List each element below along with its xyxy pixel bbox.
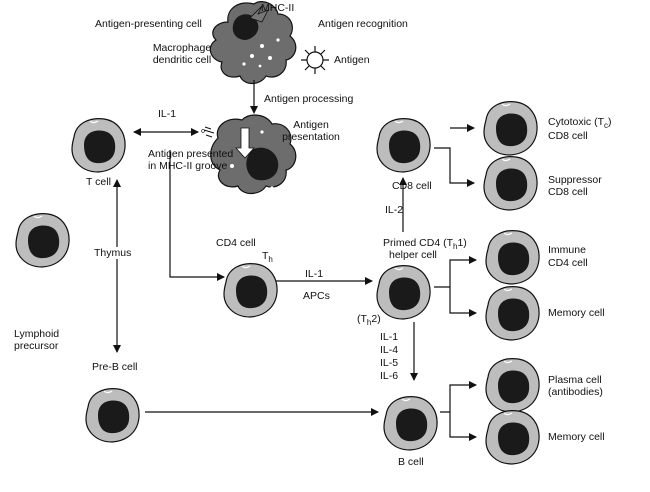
antigen-recognition-label: Antigen recognition (318, 18, 408, 30)
cd8-cell-icon (376, 118, 431, 173)
suppressor-label-1: Suppressor (548, 174, 602, 186)
b-cell-label: B cell (398, 456, 424, 468)
apcs-label: APCs (303, 290, 330, 302)
dendritic-cell-label: dendritic cell (152, 54, 212, 66)
memory-cell-label-1: Memory cell (548, 307, 605, 319)
t-cell-icon (71, 118, 126, 173)
th2-open: (T (357, 313, 367, 325)
thymus-label: Thymus (93, 247, 133, 259)
antigen-label: Antigen (334, 54, 370, 66)
b-branch-plasma (449, 381, 477, 412)
primed-tail: 1) (457, 237, 467, 249)
antigen-presented-label-2: in MHC-II groove (148, 160, 228, 172)
b-branch-memory (440, 411, 477, 441)
cytotoxic-cell-icon (483, 101, 538, 156)
mhc-ii-label: MHC-II (261, 2, 295, 14)
suppressor-label-2: CD8 cell (548, 186, 588, 198)
primed-cd4-label: Primed CD4 (Th1) (383, 237, 467, 253)
antigen-processing-label: Antigen processing (264, 93, 354, 105)
immune-label-1: Immune (548, 244, 586, 256)
cytotoxic-label-1: Cytotoxic (Tc) (548, 116, 612, 132)
presentation-to-cd4-arrow (169, 150, 225, 281)
memory-cell-1-icon (485, 286, 540, 341)
pre-b-cell-label: Pre-B cell (92, 361, 138, 373)
plasma-cell-label-1: Plasma cell (548, 374, 602, 386)
antigen-presented-label-1: Antigen presented (148, 148, 234, 160)
apc-label: Antigen-presenting cell (95, 18, 202, 30)
antigen-presentation-label-1: Antigen (293, 119, 329, 131)
antigen-presentation-label-2: presentation (282, 131, 340, 143)
t-cell-label: T cell (86, 176, 111, 188)
il2-label: IL-2 (385, 204, 404, 216)
cd4-cell-label: CD4 cell (216, 237, 256, 249)
helper-cell-label: helper cell (389, 249, 437, 261)
il4-label: IL-4 (380, 344, 399, 356)
cytotoxic-sub: c (604, 121, 609, 131)
immune-label-2: CD4 cell (548, 257, 588, 269)
th-label: Th (262, 250, 273, 266)
antigen-icon (301, 46, 329, 74)
primed-branch-immune (449, 256, 477, 287)
il1-top-label: IL-1 (158, 108, 177, 120)
memory-cell-label-2: Memory cell (548, 431, 605, 443)
cytotoxic-main: Cytotoxic (T (548, 116, 605, 128)
il6-label: IL-6 (380, 370, 399, 382)
cytotoxic-tail: ) (608, 116, 612, 128)
lymphoid-precursor-icon (15, 213, 70, 268)
memory-cell-2-icon (485, 410, 540, 465)
apc-presenting-cell (210, 114, 297, 195)
plasma-cell-label-2: (antibodies) (548, 386, 603, 398)
macrophage-label: Macrophage (152, 42, 212, 54)
suppressor-cell-icon (483, 156, 538, 211)
il1-b-label: IL-1 (380, 331, 399, 343)
lymphoid-label-2: precursor (14, 340, 59, 352)
th-sub: h (268, 255, 273, 265)
primed-cd4-cell-icon (376, 265, 431, 320)
th2-label: (Th2) (357, 313, 381, 329)
primed-sub: h (453, 242, 458, 252)
plasma-cell-icon (485, 358, 540, 413)
th2-tail: 2) (371, 313, 381, 325)
antigen-fragments-icon (201, 126, 215, 138)
arrows (113, 80, 477, 441)
cd4-cell-icon (223, 263, 278, 318)
th2-sub: h (366, 318, 372, 328)
cd8-cell-label: CD8 cell (392, 180, 432, 192)
b-cell-icon (383, 396, 438, 451)
cytotoxic-label-2: CD8 cell (548, 130, 588, 142)
primed-branch-memory (434, 286, 477, 317)
cd8-branch-suppressor (434, 147, 475, 187)
pre-b-cell-icon (85, 388, 140, 443)
th-main: T (262, 250, 269, 262)
il5-label: IL-5 (380, 357, 399, 369)
il1-mid-label: IL-1 (305, 268, 324, 280)
lymphoid-label-1: Lymphoid (14, 328, 60, 340)
immune-cd4-cell-icon (485, 230, 540, 285)
apc-macrophage-cell (209, 1, 297, 85)
primed-main: Primed CD4 (T (383, 237, 454, 249)
